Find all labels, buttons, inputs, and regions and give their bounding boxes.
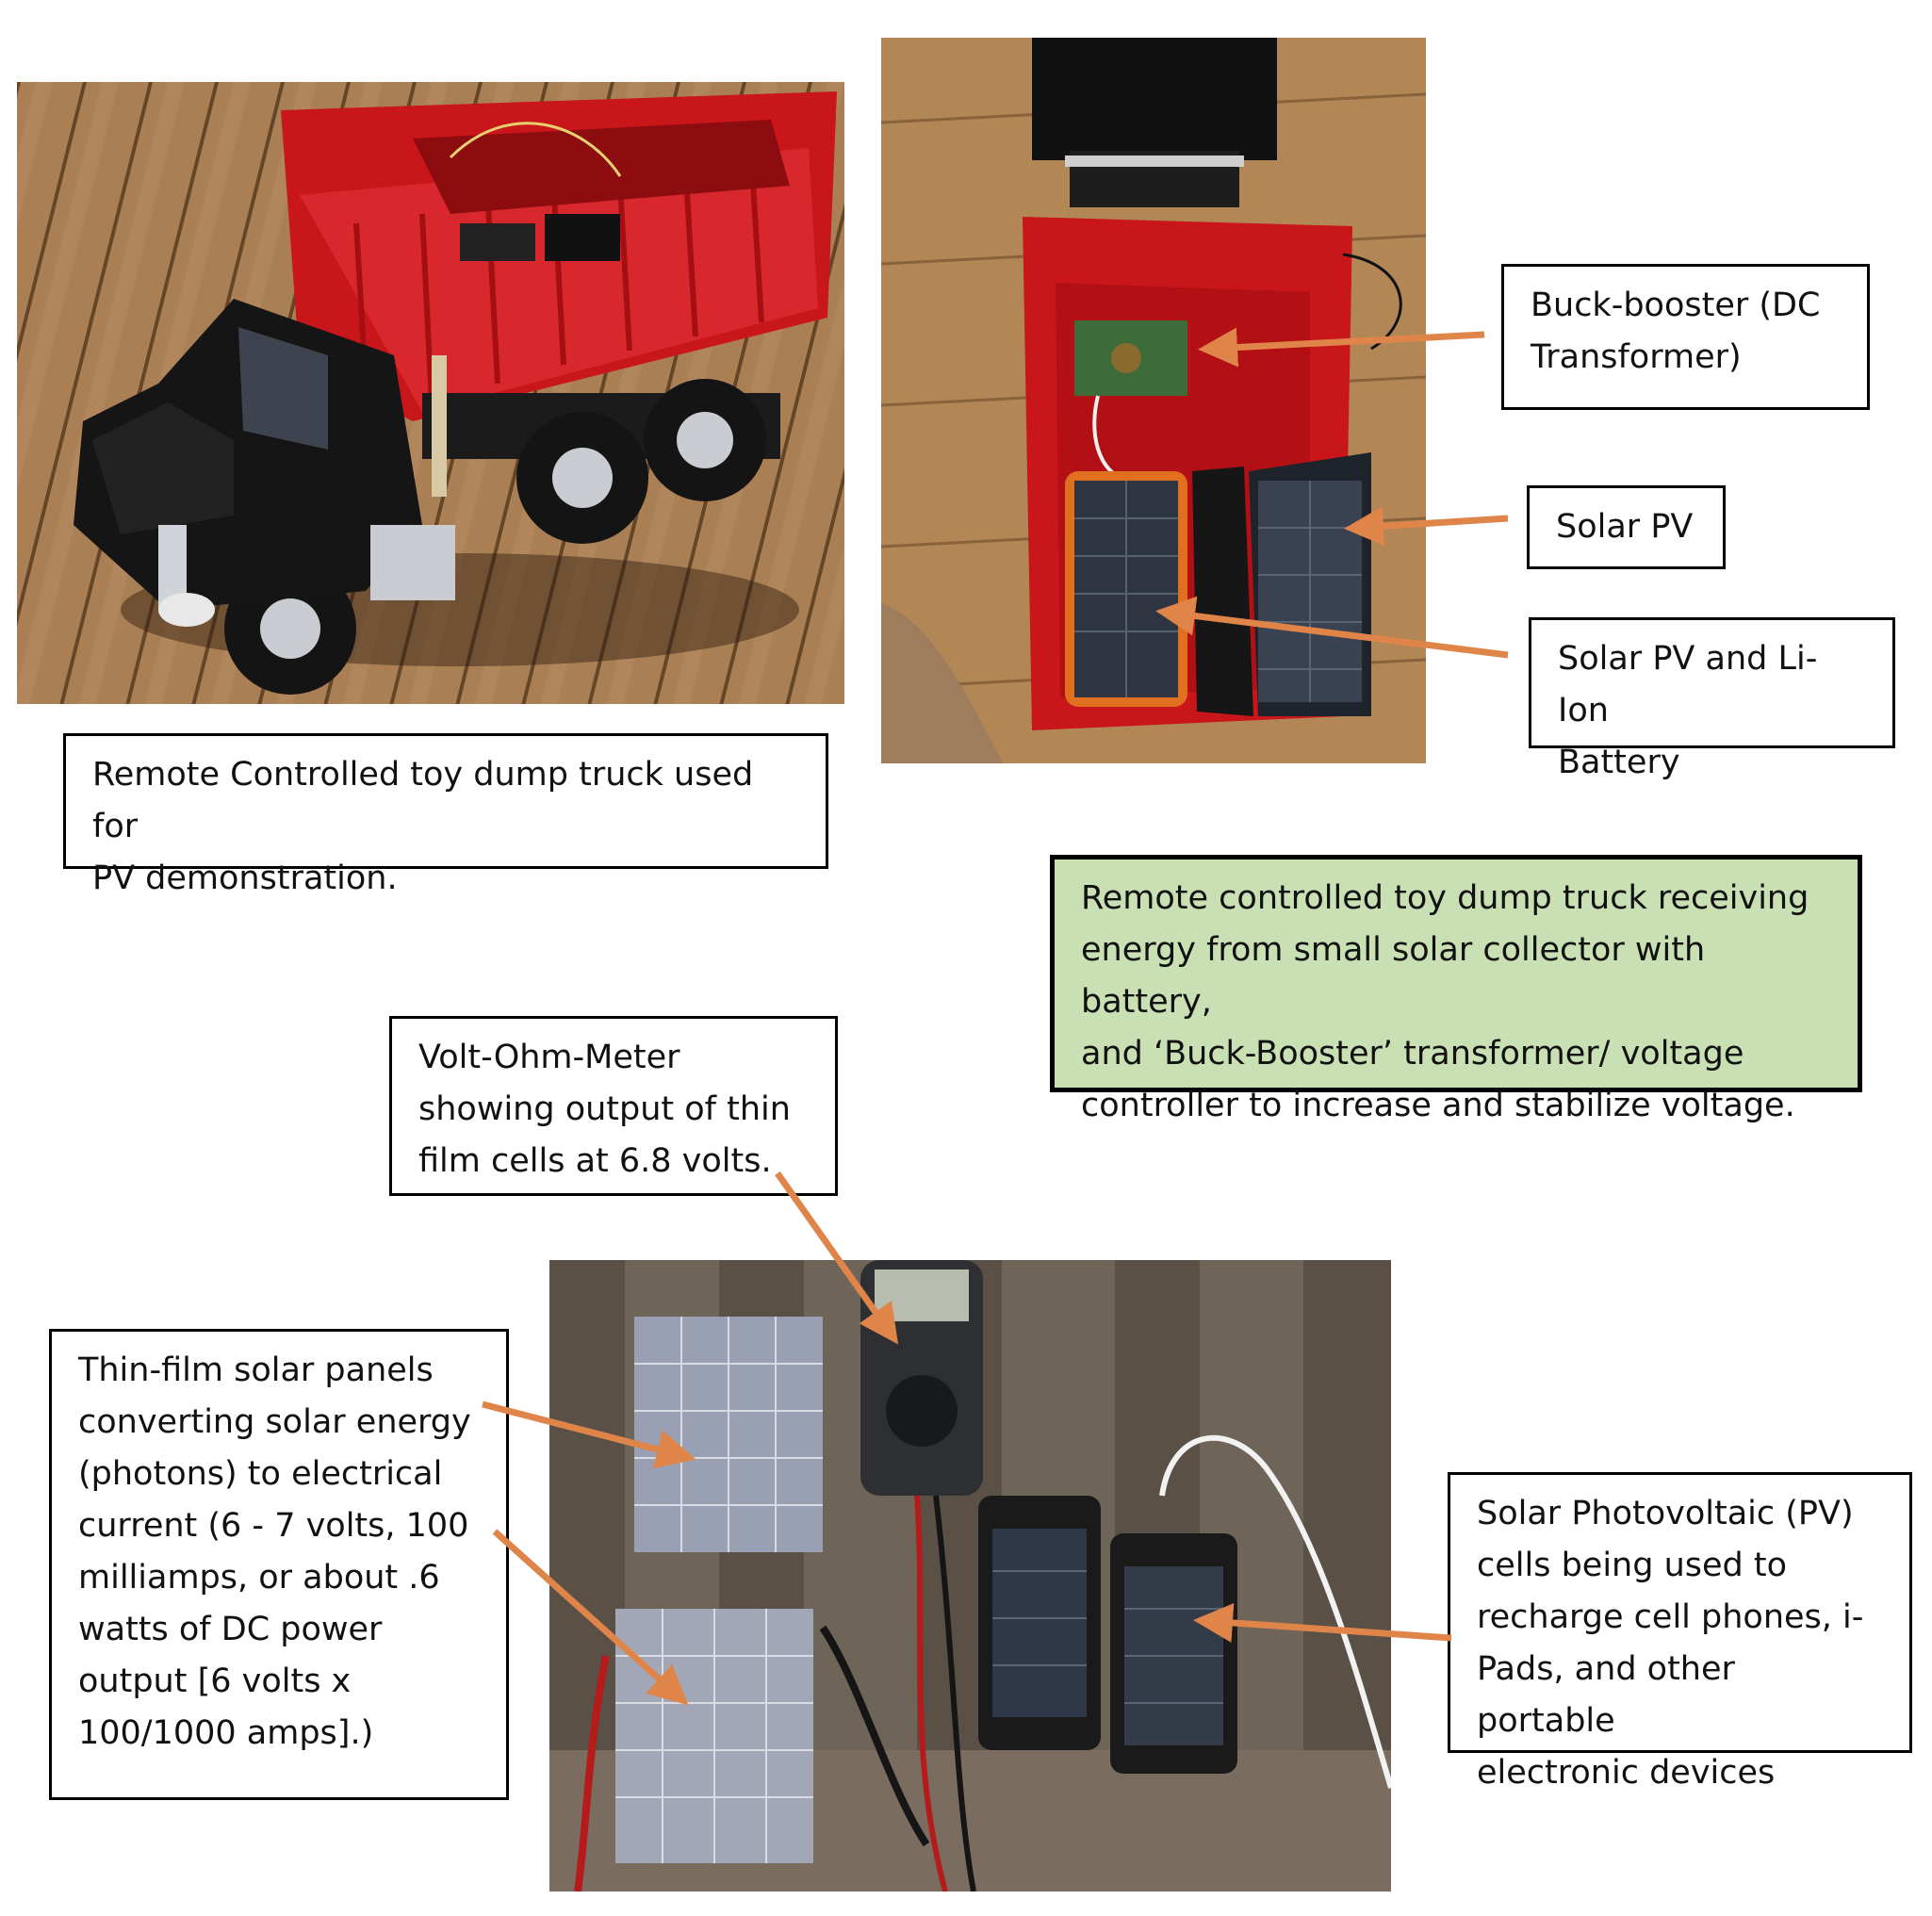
- truck-caption: Remote Controlled toy dump truck used fo…: [63, 733, 828, 897]
- thin-film-label: Thin-film solar panels converting solar …: [49, 1329, 509, 1800]
- solar-pv-battery-label: Solar PV and Li-Ion Battery: [1529, 617, 1895, 781]
- summary-callout: Remote controlled toy dump truck receivi…: [1050, 855, 1862, 1124]
- truck-photo: [17, 82, 844, 704]
- buck-booster-label: Buck-booster (DC Transformer): [1501, 264, 1870, 410]
- truck-bed-photo: [881, 38, 1426, 763]
- volt-ohm-meter-label: Volt-Ohm-Meter showing output of thin fi…: [389, 1016, 838, 1196]
- solar-photovoltaic-label: Solar Photovoltaic (PV) cells being used…: [1448, 1472, 1912, 1792]
- solar-pv-label: Solar PV: [1527, 485, 1726, 569]
- panels-meter-photo: [549, 1260, 1391, 1891]
